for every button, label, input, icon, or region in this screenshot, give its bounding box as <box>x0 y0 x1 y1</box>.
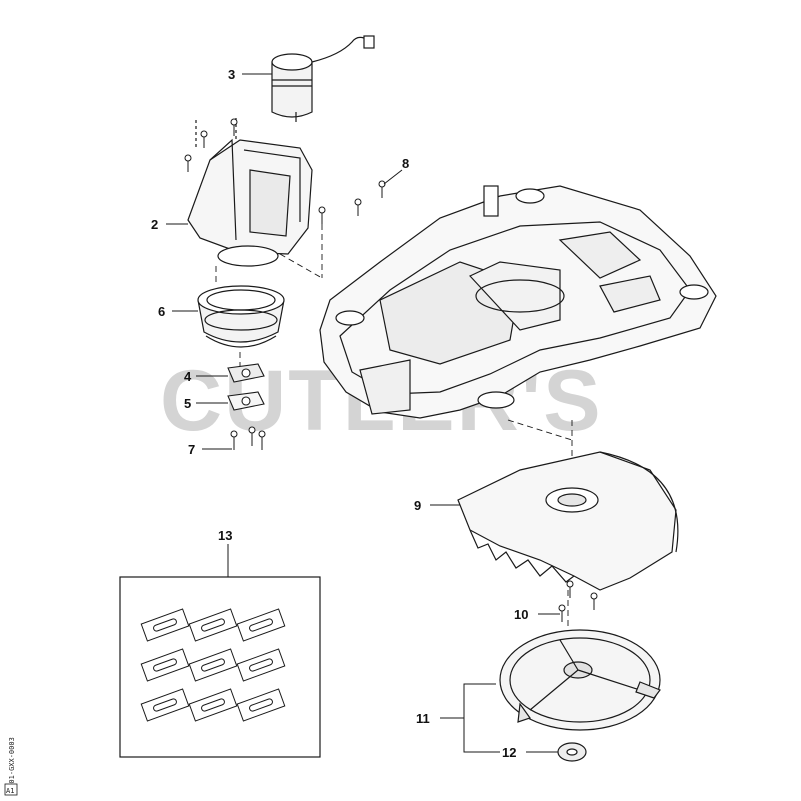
callout-13: 13 <box>218 528 232 543</box>
callout-5: 5 <box>184 396 191 411</box>
callout-2: 2 <box>151 217 158 232</box>
callout-3: 3 <box>228 67 235 82</box>
part-3-motor <box>271 35 375 122</box>
side-badge-box <box>4 783 18 796</box>
part-4-plate <box>227 363 265 383</box>
chassis-base <box>319 185 717 419</box>
part-6-ring <box>197 285 285 348</box>
side-badge: A1 <box>6 787 14 795</box>
leader-lines <box>166 73 560 753</box>
callout-4: 4 <box>184 369 192 384</box>
part-5-gasket <box>227 391 265 411</box>
callout-labels: 2 3 4 5 6 7 8 9 10 11 12 13 <box>151 67 528 760</box>
callout-9: 9 <box>414 498 421 513</box>
callout-10: 10 <box>514 607 528 622</box>
part-12-cap <box>557 742 587 762</box>
callout-8: 8 <box>402 156 409 171</box>
callout-11: 11 <box>416 711 430 726</box>
part-10-screws <box>558 580 598 622</box>
part-8-screws <box>354 180 386 216</box>
part-7-screws <box>230 426 266 450</box>
side-reference-code: 5001-GXX-0003 <box>8 737 16 792</box>
part-9-guard <box>457 451 679 591</box>
callout-12: 12 <box>502 745 516 760</box>
part-13-blade-kit <box>119 576 321 758</box>
callout-6: 6 <box>158 304 165 319</box>
housing-screws <box>184 118 326 224</box>
blade-set <box>140 608 286 722</box>
callout-7: 7 <box>188 442 195 457</box>
part-11-disc <box>499 629 661 731</box>
part-2-housing <box>187 118 313 267</box>
